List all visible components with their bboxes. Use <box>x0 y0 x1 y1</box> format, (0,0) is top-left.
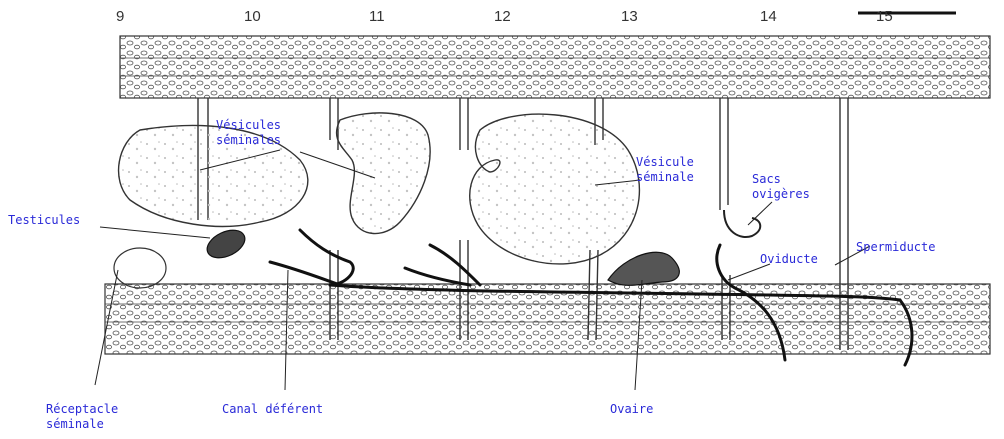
label-receptacle-seminale: Réceptacle séminale <box>46 402 118 432</box>
label-spermiducte: Spermiducte <box>856 240 935 255</box>
segment-number-12: 12 <box>494 8 511 25</box>
segment-number-10: 10 <box>244 8 261 25</box>
ovisac-shape <box>724 210 760 237</box>
label-oviducte: Oviducte <box>760 252 818 267</box>
label-sacs-ovigeres: Sacs ovigères <box>752 172 810 202</box>
segment-number-11: 11 <box>369 8 385 25</box>
segment-number-15: 15 <box>876 8 893 25</box>
seminal-vesicle-11 <box>337 113 431 234</box>
label-vesicule-seminale: Vésicule séminale <box>636 155 694 185</box>
label-vesicules-seminales: Vésicules séminales <box>216 118 281 148</box>
seminal-receptacle-shape <box>114 248 166 288</box>
seminal-vesicle-12 <box>470 114 640 264</box>
label-canal-deferent: Canal déférent <box>222 402 323 417</box>
label-testicules: Testicules <box>8 213 80 228</box>
dorsal-body-wall <box>120 36 990 98</box>
ventral-body-wall <box>105 284 990 354</box>
segment-number-9: 9 <box>116 8 124 25</box>
label-ovaire: Ovaire <box>610 402 653 417</box>
ovary-shape <box>608 252 679 285</box>
segment-number-13: 13 <box>621 8 638 25</box>
segment-number-14: 14 <box>760 8 777 25</box>
testis-shape <box>203 225 249 264</box>
